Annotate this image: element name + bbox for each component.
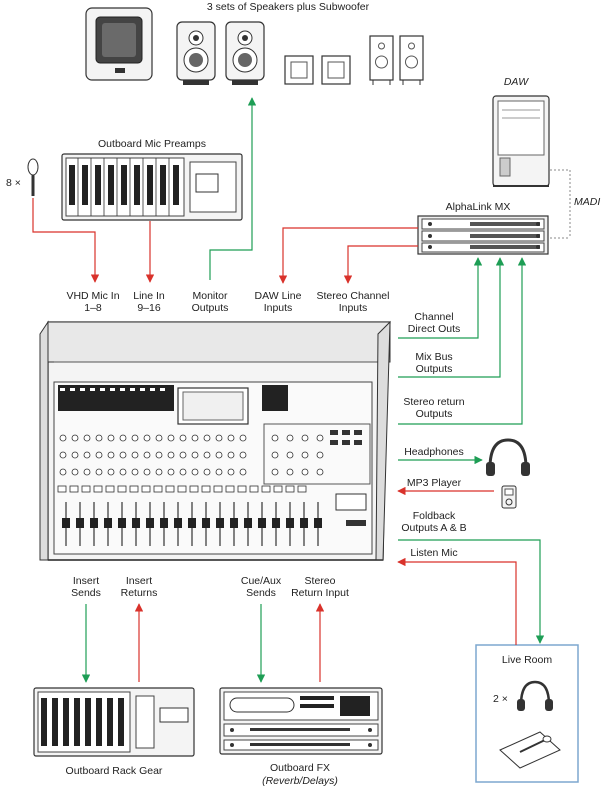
monitor-outputs-arrow — [209, 97, 257, 280]
daw-line-inputs-label: DAW Line Inputs — [254, 290, 302, 314]
madi-label: MADI — [574, 196, 601, 208]
alphalink-to-daw-line-inputs-arrow — [278, 227, 418, 284]
stereo-return-outputs-arrow — [398, 257, 527, 425]
headphones-icon — [486, 438, 530, 476]
outboard-fx-icon — [219, 687, 383, 755]
outboard-fx-label: Outboard FX — [269, 762, 331, 774]
mp3-player-label: MP3 Player — [406, 477, 462, 489]
microphone-stand-icon — [499, 731, 561, 769]
foldback-outputs-label: Foldback Outputs A & B — [401, 510, 467, 534]
outboard-mic-preamps-label: Outboard Mic Preamps — [98, 138, 206, 150]
foldback-outputs-arrow — [398, 539, 545, 644]
outboard-rack-gear-label: Outboard Rack Gear — [65, 765, 163, 777]
daw-computer-icon — [492, 95, 550, 187]
speakers-label: 3 sets of Speakers plus Subwoofer — [206, 1, 370, 13]
daw-label: DAW — [503, 76, 529, 88]
alphalink-to-stereo-channel-inputs-arrow — [343, 245, 418, 284]
listen-mic-label: Listen Mic — [410, 547, 458, 559]
alphalink-label: AlphaLink MX — [445, 201, 511, 213]
subwoofer-icon — [85, 7, 153, 81]
channel-direct-outs-arrow — [398, 257, 483, 339]
mp3-player-icon — [501, 485, 517, 509]
headphones-icon — [517, 680, 553, 711]
cue-aux-sends-label: Cue/Aux Sends — [240, 575, 282, 599]
small-speaker-icon — [284, 55, 314, 85]
bookshelf-speaker-icon — [399, 35, 424, 85]
outboard-mic-preamp-rack-icon — [61, 153, 243, 221]
live-room-label: Live Room — [501, 654, 553, 666]
microphone-icon — [27, 158, 39, 196]
stereo-return-outputs-label: Stereo return Outputs — [403, 396, 465, 420]
mix-bus-outputs-label: Mix Bus Outputs — [415, 351, 453, 375]
stereo-channel-inputs-label: Stereo Channel Inputs — [316, 290, 390, 314]
channel-direct-outs-label: Channel Direct Outs — [407, 311, 461, 335]
insert-sends-label: Insert Sends — [71, 575, 101, 599]
vhd-mic-in-label: VHD Mic In 1–8 — [66, 290, 120, 314]
insert-returns-label: Insert Returns — [120, 575, 158, 599]
small-speaker-icon — [321, 55, 351, 85]
mixing-console-icon — [39, 320, 391, 561]
stereo-return-input-label: Stereo Return Input — [291, 575, 349, 599]
outboard-fx-sublabel: (Reverb/Delays) — [262, 775, 338, 787]
bookshelf-speaker-icon — [369, 35, 394, 85]
monitor-outputs-label: Monitor Outputs — [191, 290, 229, 314]
mic-count-label: 8 × — [6, 177, 21, 189]
studio-monitor-icon — [225, 21, 265, 85]
mic-to-preamp-arrow — [32, 198, 100, 283]
outboard-rack-gear-icon — [33, 687, 195, 757]
line-in-label: Line In 9–16 — [133, 290, 165, 314]
studio-monitor-icon — [176, 21, 216, 85]
mix-bus-outputs-arrow — [398, 257, 505, 378]
headphones-label: Headphones — [404, 446, 464, 458]
listen-mic-arrow — [397, 557, 517, 645]
alphalink-interface-icon — [417, 215, 549, 255]
live-room-count-label: 2 × — [493, 693, 508, 705]
